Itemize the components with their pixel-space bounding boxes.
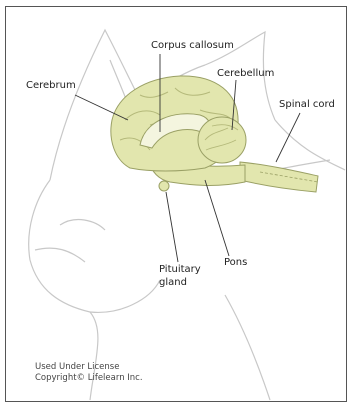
- label-spinal-cord: Spinal cord: [279, 99, 335, 111]
- spinal-cord-shape: [240, 162, 318, 192]
- license-notice: Used Under License: [35, 362, 119, 372]
- cerebellum-shape: [198, 117, 246, 163]
- label-cerebellum: Cerebellum: [217, 68, 274, 80]
- label-pituitary-line2: gland: [159, 277, 187, 289]
- label-cerebrum: Cerebrum: [26, 80, 76, 92]
- label-pituitary-line1: Pituitary: [159, 264, 201, 276]
- label-pons: Pons: [224, 257, 247, 269]
- label-corpus-callosum: Corpus callosum: [151, 40, 234, 52]
- pituitary-shape: [159, 181, 169, 191]
- copyright-notice: Copyright© Lifelearn Inc.: [35, 373, 143, 383]
